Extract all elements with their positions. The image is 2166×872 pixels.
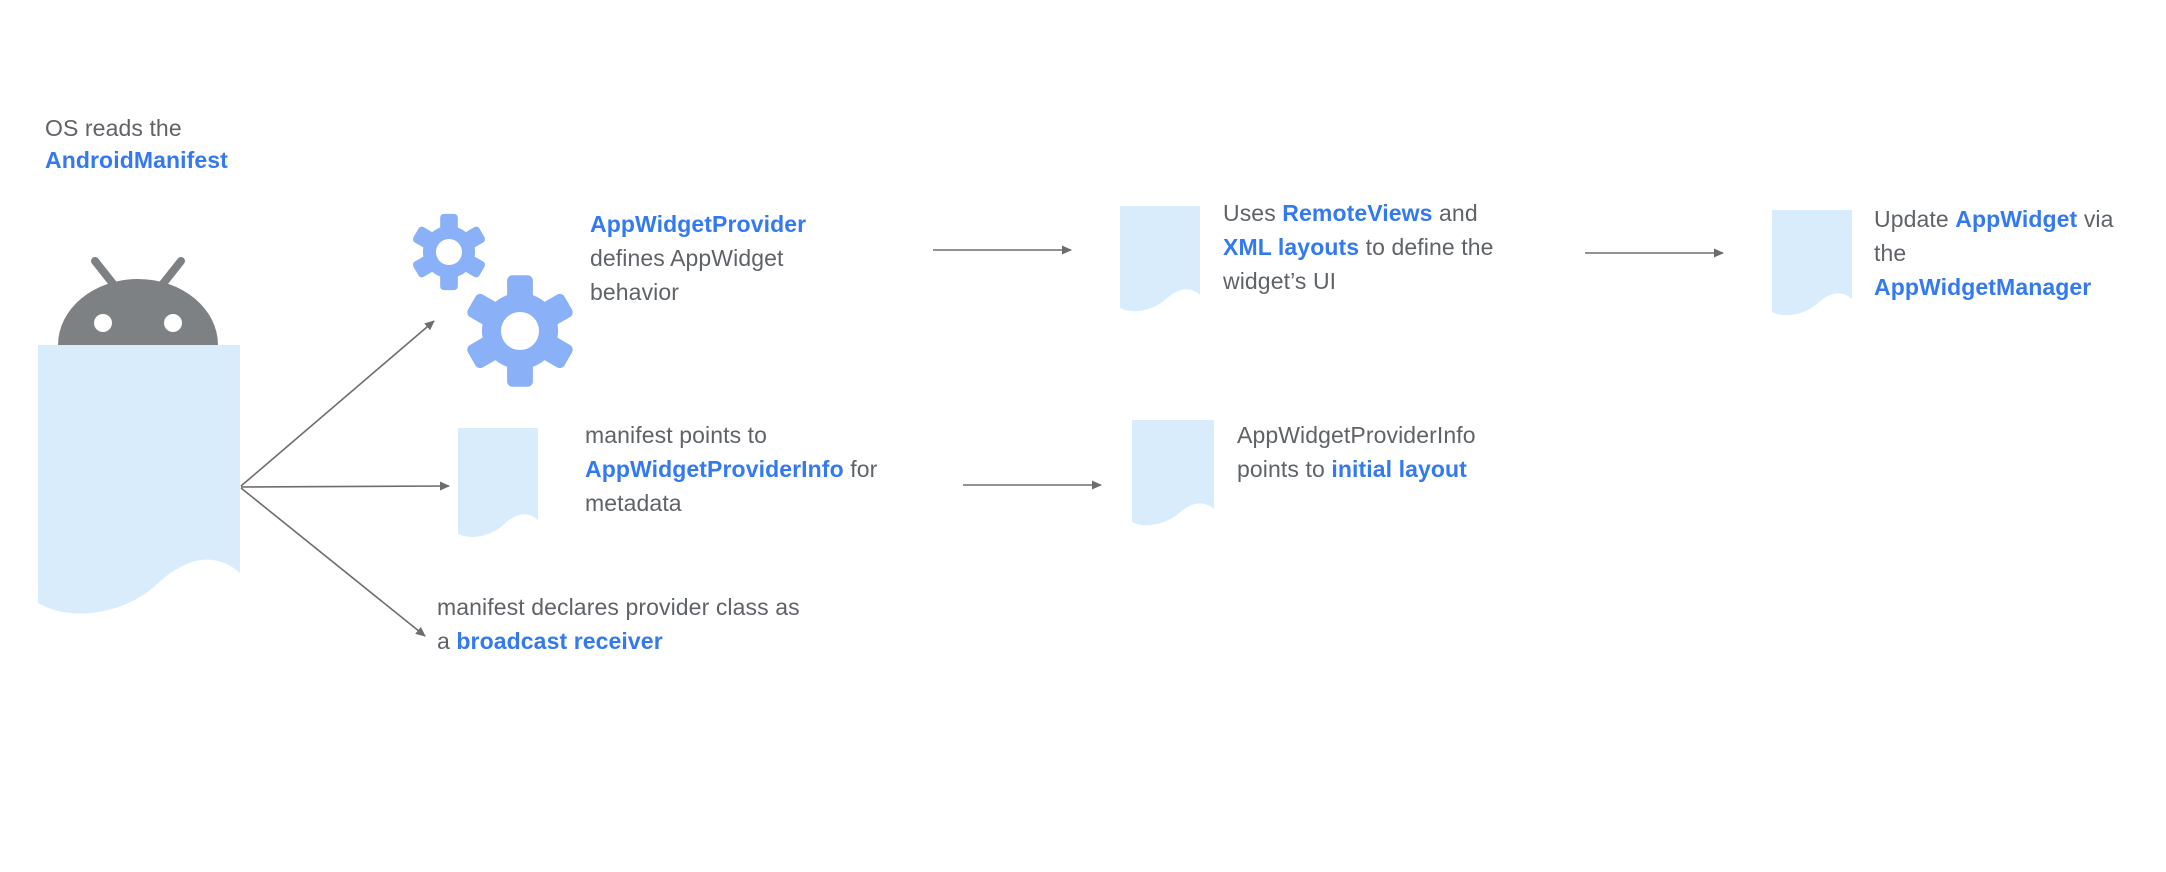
arrow-manifest-to-providerinfo xyxy=(240,481,450,491)
arrow-manifest-to-gears xyxy=(240,320,435,487)
arrow-manifest-to-broadcast xyxy=(240,487,426,637)
manifest-document-icon xyxy=(38,345,240,614)
update-document-icon xyxy=(1772,210,1852,316)
remoteviews-document-icon xyxy=(1120,206,1200,312)
initiallayout-document-icon xyxy=(1132,420,1214,526)
android-robot-icon xyxy=(58,257,218,345)
providerinfo-document-icon xyxy=(458,428,538,537)
gears-icon xyxy=(412,213,573,387)
